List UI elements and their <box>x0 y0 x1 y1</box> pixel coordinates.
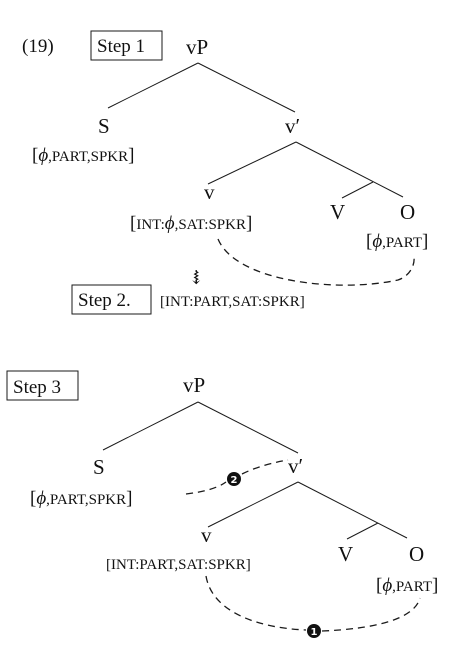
example-number: (19) <box>22 36 54 57</box>
step1-edge-vP-vbar <box>197 62 296 113</box>
step3-edge-VP-V <box>346 522 379 540</box>
step1-edge-vbar-v <box>207 141 297 185</box>
step2-label: Step 2. <box>78 290 131 311</box>
step1-S-features: [ϕ,PART,SPKR] <box>32 145 134 166</box>
step1-node-v: v <box>204 180 215 204</box>
step1-v-features: [INT:ϕ,SAT:SPKR] <box>130 213 252 234</box>
step3-label-box <box>6 370 79 401</box>
step3-node-O: O <box>409 542 424 566</box>
step1-label: Step 1 <box>97 36 145 57</box>
step2-squiggle-arrow-icon: ⇝ <box>185 269 206 285</box>
step3-node-V: V <box>338 542 353 566</box>
step1-node-vbar: v′ <box>285 114 300 138</box>
step3-O-features: [ϕ,PART] <box>376 575 438 596</box>
step3-S-features: [ϕ,PART,SPKR] <box>30 488 132 509</box>
step1-edge-VP-V <box>341 181 374 199</box>
step1-node-O: O <box>400 200 415 224</box>
step3-node-vbar: v′ <box>288 454 303 478</box>
step3-root-vP: vP <box>183 373 205 397</box>
step3-edge-vP-S <box>102 401 199 451</box>
step3-edge-vbar-v <box>207 481 299 528</box>
step3-agree-arc-2a <box>185 481 227 495</box>
step1-node-V: V <box>330 200 345 224</box>
step3-edge-vbar-VP <box>297 481 408 539</box>
step3-node-v: v <box>201 523 212 547</box>
step3-agree-arc-2b <box>241 459 289 475</box>
step1-agree-arc <box>217 238 415 286</box>
step2-label-box <box>71 284 152 315</box>
step1-edge-vbar-VP <box>295 141 404 198</box>
step1-O-features: [ϕ,PART] <box>366 231 428 252</box>
step3-v-features: [INT:PART,SAT:SPKR] <box>106 557 251 573</box>
step3-label: Step 3 <box>13 377 61 398</box>
step1-edge-vP-S <box>107 62 199 109</box>
step1-node-S: S <box>98 114 110 138</box>
step1-root-vP: vP <box>186 35 208 59</box>
step3-node-S: S <box>93 455 105 479</box>
step3-marker-1 <box>307 624 321 638</box>
step3-marker-2-label: 2 <box>231 475 238 486</box>
step3-agree-arc-1a <box>205 575 307 631</box>
step3-edge-vP-vbar <box>197 401 299 454</box>
step3-marker-2 <box>227 472 241 486</box>
step3-marker-1-label: 1 <box>311 627 318 638</box>
step1-label-box <box>90 30 163 61</box>
step2-v-features: [INT:PART,SAT:SPKR] <box>160 294 305 310</box>
step3-agree-arc-1b <box>321 597 421 632</box>
